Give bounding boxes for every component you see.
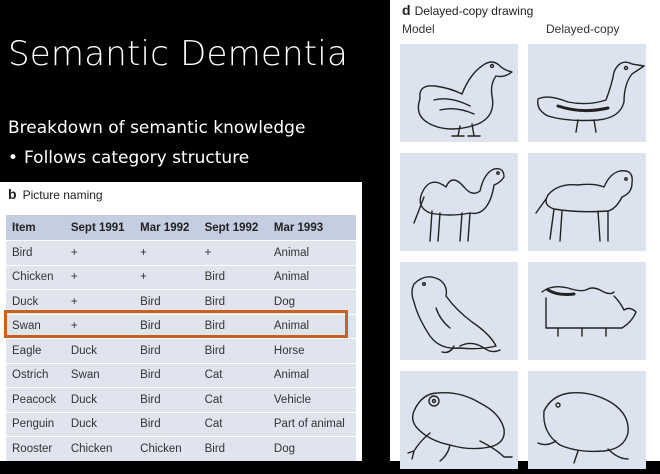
table-cell: Bird — [198, 313, 268, 339]
table-cell: Dog — [267, 436, 356, 461]
slide-bullet: •Follows category structure — [8, 148, 249, 168]
table-cell: Bird — [198, 338, 268, 363]
table-cell: + — [64, 240, 135, 265]
delayed-camel-drawing — [528, 153, 646, 251]
table-cell: Duck — [64, 387, 135, 412]
table-cell: + — [64, 313, 135, 339]
panel-b-label: b Picture naming — [8, 186, 103, 202]
table-cell: Chicken — [134, 436, 199, 461]
delayed-copy-column-header: Delayed-copy — [546, 22, 620, 36]
slide-title: Semantic Dementia — [8, 34, 348, 74]
table-cell: Duck — [64, 411, 135, 437]
table-cell: Bird — [198, 436, 268, 461]
delayed-frog-drawing — [528, 371, 646, 469]
table-cell: Bird — [134, 387, 199, 412]
table-cell: Animal — [267, 362, 356, 388]
bullet-text: Follows category structure — [24, 148, 250, 168]
table-cell: Part of animal — [267, 411, 356, 437]
table-cell: Bird — [6, 240, 65, 265]
table-cell: Penguin — [6, 411, 65, 437]
table-cell: Bird — [134, 313, 199, 339]
model-column-header: Model — [402, 22, 435, 36]
column-header: Mar 1993 — [267, 215, 356, 241]
panel-b-letter: b — [8, 186, 17, 202]
table-cell: + — [134, 240, 199, 265]
table-cell: Swan — [64, 362, 135, 388]
table-cell: Horse — [267, 338, 356, 363]
table-cell: Dog — [267, 289, 356, 314]
table-cell: Eagle — [6, 338, 65, 363]
table-cell: + — [64, 289, 135, 314]
table-cell: + — [134, 264, 199, 290]
slide-subtitle: Breakdown of semantic knowledge — [8, 118, 306, 138]
table-cell: Swan — [6, 313, 65, 339]
column-header: Sept 1992 — [198, 215, 268, 241]
table-row: Bird+++Animal — [6, 240, 356, 265]
panel-d-title: Delayed-copy drawing — [414, 4, 534, 18]
model-seal-drawing — [400, 262, 518, 360]
table-cell: Cat — [198, 411, 268, 437]
swan-row-highlight — [4, 310, 348, 338]
table-cell: Bird — [198, 264, 268, 290]
bullet-icon: • — [8, 148, 19, 168]
table-cell: + — [198, 240, 268, 265]
delayed-seal-drawing — [528, 262, 646, 360]
column-header: Item — [6, 215, 65, 241]
table-cell: Animal — [267, 264, 356, 290]
table-cell: Duck — [64, 338, 135, 363]
model-frog-drawing — [400, 371, 518, 469]
model-duck-drawing — [400, 44, 518, 142]
table-cell: + — [64, 264, 135, 290]
table-cell: Rooster — [6, 436, 65, 461]
model-camel-drawing — [400, 153, 518, 251]
table-cell: Duck — [6, 289, 65, 314]
table-cell: Bird — [134, 362, 199, 388]
panel-d-letter: d — [402, 2, 411, 18]
table-cell: Bird — [134, 411, 199, 437]
table-cell: Bird — [134, 289, 199, 314]
column-header: Mar 1992 — [134, 215, 199, 241]
table-cell: Chicken — [64, 436, 135, 461]
table-cell: Ostrich — [6, 362, 65, 388]
table-cell: Bird — [198, 289, 268, 314]
table-cell: Animal — [267, 313, 356, 339]
column-header: Sept 1991 — [64, 215, 135, 241]
table-cell: Chicken — [6, 264, 65, 290]
table-cell: Cat — [198, 362, 268, 388]
table-cell: Peacock — [6, 387, 65, 412]
delayed-duck-drawing — [528, 44, 646, 142]
table-cell: Animal — [267, 240, 356, 265]
table-cell: Vehicle — [267, 387, 356, 412]
panel-b-title: Picture naming — [22, 188, 103, 202]
table-cell: Cat — [198, 387, 268, 412]
table-cell: Bird — [134, 338, 199, 363]
